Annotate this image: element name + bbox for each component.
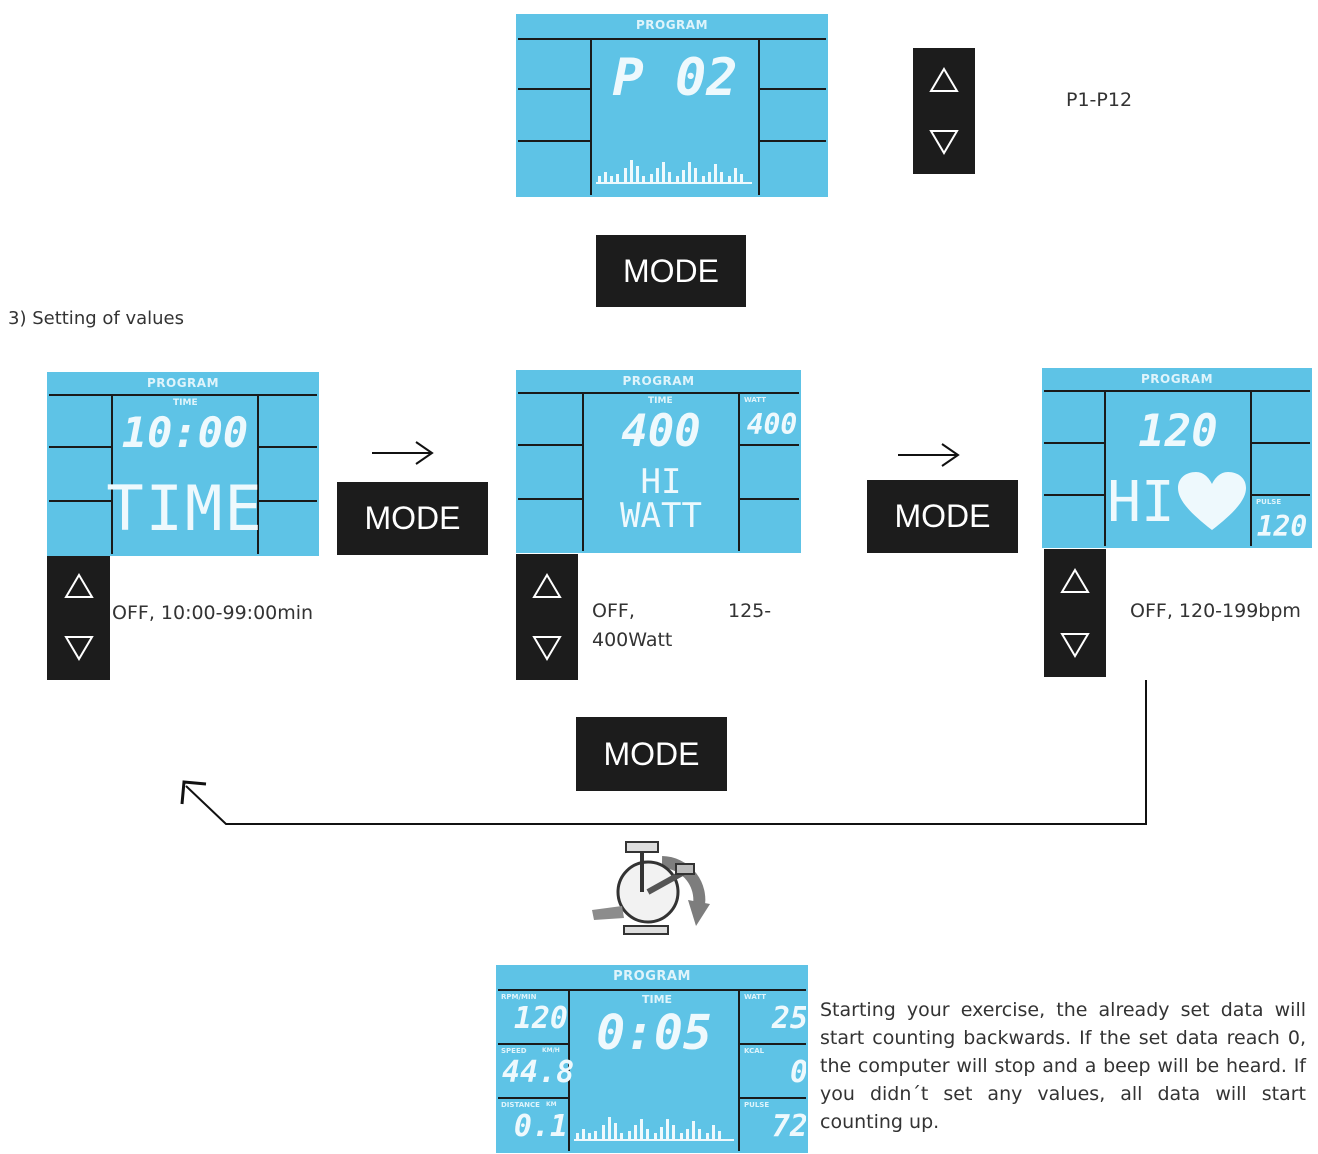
program-up-down-pad[interactable] <box>913 48 975 174</box>
section-title: 3) Setting of values <box>8 308 184 329</box>
exercise-lcd: PROGRAM RPM/MIN 120 SPEED KM/H 44.8 DIST… <box>496 965 808 1153</box>
lcd-header: PROGRAM <box>635 18 709 32</box>
right-arrow-icon <box>898 443 960 467</box>
up-arrow-icon[interactable] <box>63 572 95 600</box>
final-pulse-label: PULSE <box>744 1101 770 1109</box>
watt-value: 400 <box>621 406 701 457</box>
heart-icon <box>1178 472 1246 530</box>
pulse-side-label: PULSE <box>1256 498 1282 506</box>
up-arrow-icon[interactable] <box>531 572 563 600</box>
down-arrow-icon[interactable] <box>531 634 563 662</box>
watt-line1: HI <box>640 462 682 502</box>
time-lcd: PROGRAM TIME 10:00 TIME <box>47 372 319 556</box>
return-loop-arrow <box>180 680 1147 825</box>
distance-unit: KM <box>546 1101 557 1108</box>
rpm-value: 120 <box>513 1001 568 1036</box>
final-time-label: TIME <box>642 993 673 1006</box>
down-arrow-icon[interactable] <box>1059 631 1091 659</box>
watt-range-min: 125- <box>728 600 772 622</box>
time-top-label: TIME <box>173 398 198 408</box>
final-watt-label: WATT <box>744 993 766 1001</box>
pulse-range: OFF, 120-199bpm <box>1130 600 1301 622</box>
final-pulse-value: 72 <box>771 1109 808 1144</box>
mode-button-1[interactable]: MODE <box>337 482 488 555</box>
down-arrow-icon[interactable] <box>63 634 95 662</box>
program-value: P 02 <box>612 48 738 108</box>
time-value: 10:00 <box>121 408 249 457</box>
up-arrow-icon[interactable] <box>1059 567 1091 595</box>
mode-button-2[interactable]: MODE <box>867 480 1018 553</box>
mode-button-3[interactable]: MODE <box>576 717 727 791</box>
kcal-value: 0 <box>789 1055 808 1090</box>
right-arrow-icon <box>372 441 434 465</box>
down-arrow-icon[interactable] <box>928 128 960 156</box>
distance-value: 0.1 <box>513 1109 568 1144</box>
watt-side-label: WATT <box>744 396 766 404</box>
speed-unit: KM/H <box>542 1047 560 1054</box>
watt-time-label: TIME <box>648 396 673 406</box>
watt-range-max: 400Watt <box>592 629 673 651</box>
speed-value: 44.8 <box>502 1055 575 1090</box>
watt-line2: WATT <box>620 496 702 536</box>
pulse-lcd: PROGRAM 120 HI PULSE 120 <box>1042 368 1312 548</box>
watt-side-value: 400 <box>746 408 798 441</box>
final-time-value: 0:05 <box>596 1005 712 1061</box>
watt-range-off: OFF, <box>592 600 635 622</box>
time-word: TIME <box>106 472 264 545</box>
kcal-label: KCAL <box>744 1047 765 1055</box>
time-range: OFF, 10:00-99:00min <box>112 602 314 624</box>
watt-up-down-pad[interactable] <box>516 554 578 680</box>
speed-label: SPEED <box>501 1047 527 1055</box>
program-lcd: PROGRAM P 02 <box>516 14 828 197</box>
up-arrow-icon[interactable] <box>928 66 960 94</box>
pedal-crank-icon <box>592 841 710 935</box>
watt-lcd: PROGRAM TIME WATT 400 400 HI WATT <box>516 370 801 553</box>
pulse-line1: HI <box>1107 470 1175 535</box>
time-up-down-pad[interactable] <box>47 556 110 680</box>
rpm-label: RPM/MIN <box>501 993 537 1001</box>
pulse-side-value: 120 <box>1256 510 1308 543</box>
exercise-description: Starting your exercise, the already set … <box>820 999 1306 1133</box>
final-watt-value: 25 <box>771 1001 808 1036</box>
pulse-up-down-pad[interactable] <box>1044 549 1106 677</box>
profile-bars-icon <box>596 160 752 184</box>
distance-label: DISTANCE <box>501 1101 540 1109</box>
profile-bars-icon <box>574 1117 734 1141</box>
lcd-header: PROGRAM <box>1140 372 1214 386</box>
lcd-header: PROGRAM <box>622 374 695 388</box>
mode-button-top[interactable]: MODE <box>596 235 746 307</box>
pulse-value: 120 <box>1138 406 1218 457</box>
lcd-header: PROGRAM <box>613 969 691 984</box>
lcd-header: PROGRAM <box>146 376 220 390</box>
program-range: P1-P12 <box>1066 89 1133 111</box>
